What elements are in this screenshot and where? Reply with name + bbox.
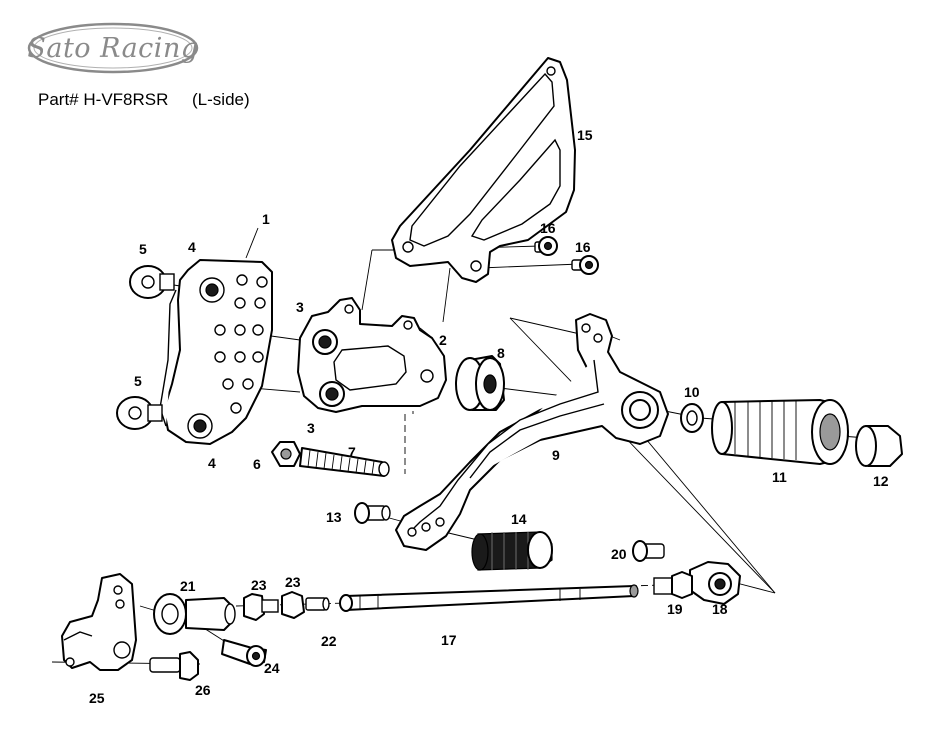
part-6-nut [271, 441, 301, 467]
callout-1: 1 [262, 211, 270, 227]
part-1-base-plate [159, 259, 273, 445]
part-16-bolt-lower [571, 255, 599, 275]
part-5-spacer-lower [116, 396, 163, 430]
part-label: Part# [38, 90, 79, 109]
callout-10: 10 [684, 384, 700, 400]
part-22-stud [305, 597, 330, 611]
part-14-toe-rubber [471, 531, 553, 571]
part-23-nut-right [281, 591, 305, 619]
callout-6: 6 [253, 456, 261, 472]
callout-20: 20 [611, 546, 627, 562]
part-10-washer [680, 403, 704, 433]
part-11-footpeg [711, 399, 849, 465]
part-8-bushing [455, 355, 505, 411]
callout-9: 9 [552, 447, 560, 463]
callout-23-left: 23 [251, 577, 267, 593]
callout-12: 12 [873, 473, 889, 489]
callout-15: 15 [577, 127, 593, 143]
callout-7: 7 [348, 444, 356, 460]
side-label: (L-side) [192, 90, 250, 109]
callout-25: 25 [89, 690, 105, 706]
callout-labels: 1 2 3 3 4 4 5 5 6 7 8 9 10 11 12 13 14 1… [89, 127, 889, 706]
part-5-spacer-upper [129, 265, 175, 299]
callout-3-bottom: 3 [307, 420, 315, 436]
callout-13: 13 [326, 509, 342, 525]
part-20-bolt [632, 540, 665, 562]
callout-24: 24 [264, 660, 280, 676]
part-number: H-VF8RSR [83, 90, 169, 109]
logo-text: Sato Racing [27, 33, 198, 64]
callout-11: 11 [772, 469, 787, 485]
callout-16-bottom: 16 [575, 239, 591, 255]
callout-14: 14 [511, 511, 527, 527]
callout-19: 19 [667, 601, 683, 617]
callout-8: 8 [497, 345, 505, 361]
part-25-shift-arm [61, 573, 137, 671]
callout-3-top: 3 [296, 299, 304, 315]
callout-2: 2 [439, 332, 447, 348]
part-number-header: Part# H-VF8RSR (L-side) [38, 90, 250, 110]
callout-5-top: 5 [139, 241, 147, 257]
callout-21: 21 [180, 578, 196, 594]
part-2-bracket [297, 297, 447, 413]
callout-26: 26 [195, 682, 211, 698]
part-21-pivot-bushing [153, 593, 236, 635]
part-7-stud [299, 447, 390, 477]
part-26-bolt [149, 651, 199, 681]
callout-5-bottom: 5 [134, 373, 142, 389]
callout-18: 18 [712, 601, 728, 617]
callout-22: 22 [321, 633, 337, 649]
part-16-bolt-upper [534, 236, 558, 256]
part-13-pin-bolt [354, 502, 391, 524]
callout-17: 17 [441, 632, 457, 648]
part-19-rod-nut [653, 571, 693, 599]
callout-4-top: 4 [188, 239, 196, 255]
part-15-heel-guard [391, 57, 576, 283]
part-12-end-cap [855, 425, 903, 467]
part-24-bolt [221, 639, 267, 667]
part-17-shift-rod [339, 584, 639, 612]
part-23-nut-left [243, 593, 279, 621]
callout-4-bottom: 4 [208, 455, 216, 471]
callout-23-right: 23 [285, 574, 301, 590]
part-18-rod-end [689, 561, 741, 605]
part-9-shift-lever [395, 313, 669, 551]
callout-16-top: 16 [540, 220, 556, 236]
sato-racing-logo: Sato Racing [27, 22, 199, 74]
